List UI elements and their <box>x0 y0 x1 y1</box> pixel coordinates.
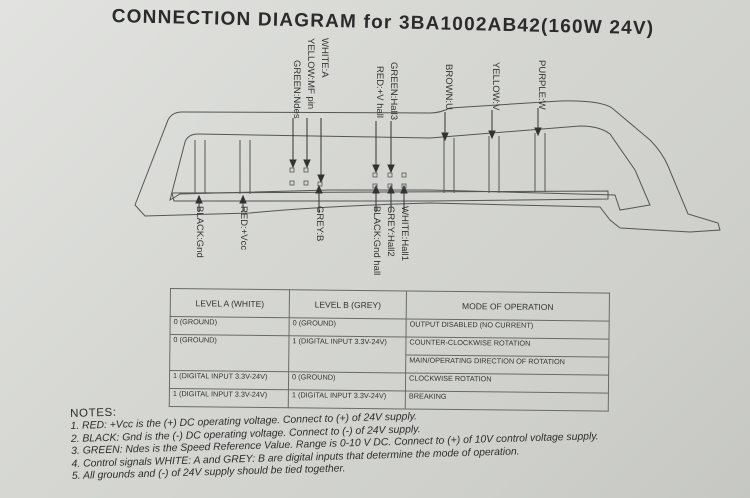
table-cell: CLOCKWISE ROTATION <box>405 372 609 394</box>
header-mode: MODE OF OPERATION <box>406 290 610 322</box>
label-black-gnd: BLACK:Gnd <box>194 206 205 258</box>
housing-inner <box>169 125 651 211</box>
table-cell: COUNTER-CLOCKWISE ROTATION <box>405 336 609 358</box>
notes-section: NOTES: 1. RED: +Vcc is the (+) DC operat… <box>70 393 600 484</box>
header-level-a: LEVEL A (WHITE) <box>170 288 290 318</box>
label-yellow-v: YELLOW:V <box>490 62 501 111</box>
table-cell: 0 (GROUND) <box>169 334 290 372</box>
label-yellow-mf-pin: YELLOW:MF pin <box>305 38 316 110</box>
header-level-b: LEVEL B (GREY) <box>289 289 407 319</box>
label-grey-hall2: GREY:Hall2 <box>385 206 396 257</box>
label-white-hall1: WHITE:Hall1 <box>399 206 410 261</box>
connection-diagram <box>134 100 721 233</box>
label-green-ndes: GREEN:Ndes <box>291 60 302 119</box>
table-cell: 0 (GROUND) <box>170 316 290 336</box>
table-cell: 0 (GROUND) <box>289 317 407 337</box>
label-white-a: WHITE:A <box>319 38 330 78</box>
label-grey-b: GREY:B <box>314 206 325 242</box>
table-cell: 1 (DIGITAL INPUT 3.3V-24V) <box>288 335 407 373</box>
label-brown-u: BROWN:U <box>443 64 454 110</box>
table-cell: MAIN/OPERATING DIRECTION OF ROTATION <box>405 354 609 376</box>
label-red-v-hall: RED:+V hall <box>374 66 385 119</box>
table-cell: 1 (DIGITAL INPUT 3.3V-24V) <box>169 370 289 390</box>
label-black-gnd-hall: BLACK:Gnd hall <box>371 206 382 276</box>
mode-of-operation-table: LEVEL A (WHITE) LEVEL B (GREY) MODE OF O… <box>169 288 610 412</box>
label-green-hall3: GREEN:Hall3 <box>388 62 399 121</box>
label-purple-w: PURPLE:W <box>536 60 547 110</box>
label-red-vcc: RED:+Vcc <box>238 206 249 251</box>
table-cell: OUTPUT DISABLED (NO CURRENT) <box>406 318 610 340</box>
housing-outline <box>134 100 721 233</box>
table-row: 0 (GROUND) 1 (DIGITAL INPUT 3.3V-24V) CO… <box>169 334 609 373</box>
table-cell: 0 (GROUND) <box>288 371 406 391</box>
